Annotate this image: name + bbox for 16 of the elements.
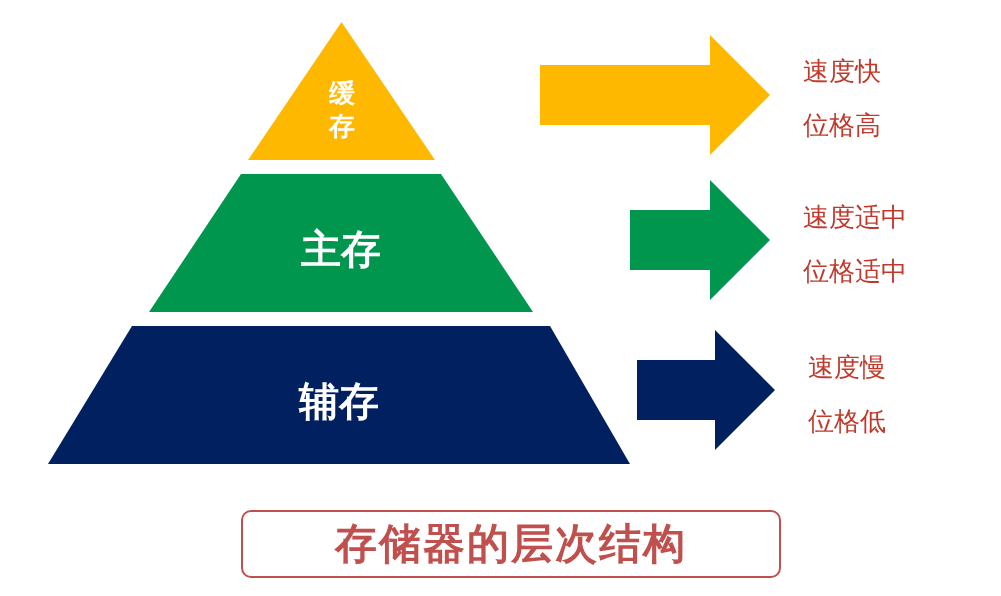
- property-text: 位格高: [803, 109, 881, 142]
- property-text: 速度适中: [803, 201, 907, 234]
- block-arrow: [630, 180, 770, 300]
- tier-label: 缓存: [328, 77, 355, 142]
- property-text: 速度快: [803, 55, 881, 88]
- pyramid-tier: [149, 174, 533, 312]
- tier-label: 主存: [300, 225, 382, 274]
- block-arrow: [637, 330, 775, 450]
- pyramid-tier: [48, 326, 630, 464]
- property-text: 位格适中: [803, 255, 907, 288]
- pyramid-top-triangle: [248, 22, 435, 160]
- property-text: 位格低: [808, 405, 886, 438]
- property-text: 速度慢: [808, 351, 886, 384]
- block-arrow: [540, 35, 770, 155]
- tier-label: 辅存: [297, 377, 380, 426]
- title: 存储器的层次结构: [241, 510, 781, 578]
